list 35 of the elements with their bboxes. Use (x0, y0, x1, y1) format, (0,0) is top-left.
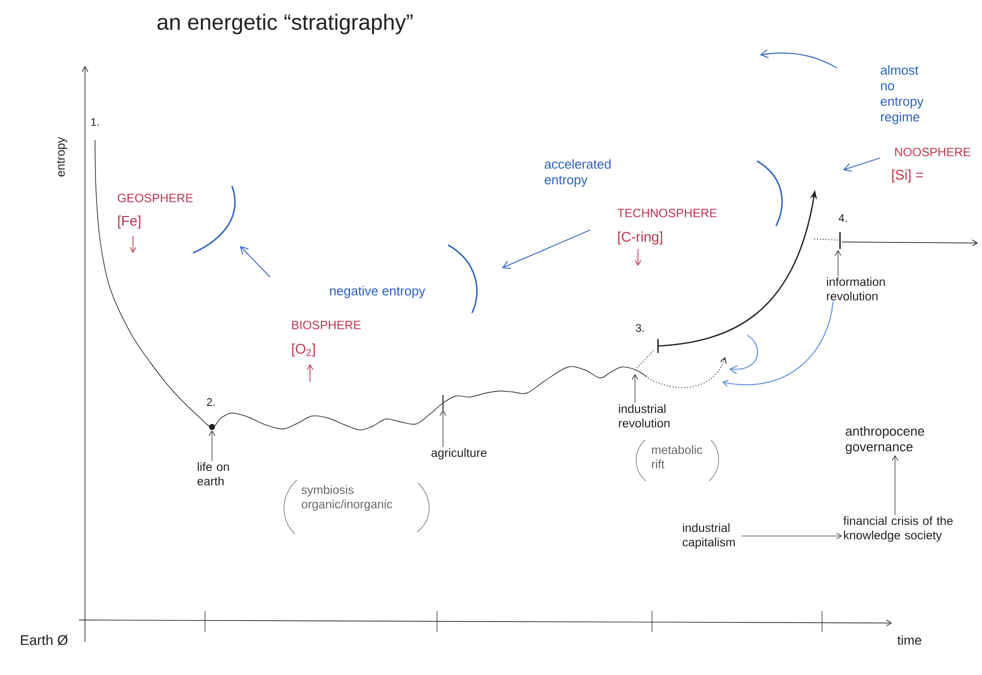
annotation-text: industrial capitalism (682, 523, 735, 549)
annotation-text: anthropocene governance (846, 426, 924, 454)
entropy-note: almost no entropy regime (880, 65, 924, 124)
element-formula: [O$_{2}$] (292, 343, 315, 357)
leader-arrow (632, 374, 638, 404)
point-number: 4. (838, 214, 847, 222)
note-text: symbiosis organic/inorganic (302, 485, 392, 511)
point-number: 3. (636, 324, 644, 332)
annotation-text: industrial revolution (619, 404, 670, 428)
title: an energetic “stratigraphy” (158, 14, 413, 34)
sphere-name: BIOSPHERE (292, 320, 361, 330)
axis-label: time (897, 635, 922, 645)
point-number: 1. (91, 118, 99, 126)
axis-label: Earth Ø (21, 634, 68, 646)
axis-label: entropy (56, 137, 68, 177)
annotation-text: financial crisis of the knowledge society (843, 516, 953, 542)
element-formula: [Fe] (118, 215, 140, 229)
note-text: metabolic rift (652, 445, 702, 468)
curved-arrow (722, 301, 834, 387)
arrow (741, 532, 842, 540)
leader-arrow (834, 250, 842, 276)
point-number: 2. (206, 398, 215, 406)
leader-arrow (440, 410, 446, 448)
annotation-text: information revolution (827, 277, 885, 300)
annotation-text: life on earth (198, 462, 229, 486)
element-formula: [C-ring] (618, 231, 662, 245)
entropy-note: accelerated entropy (544, 159, 611, 187)
element-formula: [Si] = (892, 169, 923, 183)
sphere-name: GEOSPHERE (118, 194, 193, 202)
entropy-note: negative entropy (330, 286, 426, 298)
leader-arrow (208, 430, 216, 462)
arrow (892, 455, 898, 516)
sphere-name: TECHNOSPHERE (617, 208, 717, 218)
sphere-name: NOOSPHERE (895, 148, 970, 156)
annotation-text: agriculture (432, 448, 486, 460)
